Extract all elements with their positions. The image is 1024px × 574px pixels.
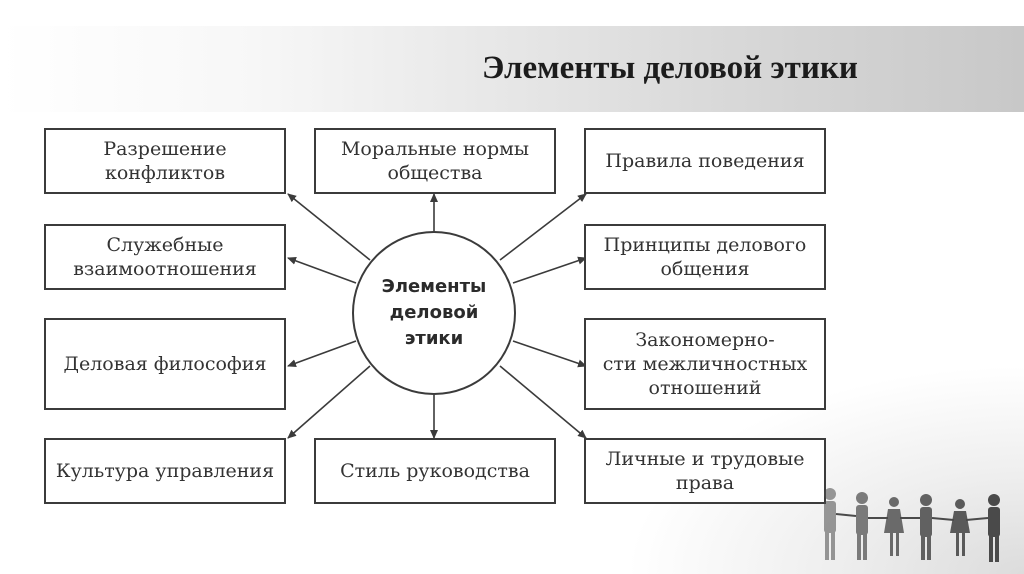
node-label: Стиль руководства xyxy=(340,460,530,482)
node-label: Правила поведения xyxy=(605,150,805,172)
node-personal-labor-rights: Личные и трудовые права xyxy=(584,438,826,504)
node-service-relations: Служебные взаимоотношения xyxy=(44,224,286,290)
arrow-to-interpersonal-patterns xyxy=(512,340,587,368)
center-node: Элементы деловой этики xyxy=(352,231,516,395)
arrow-to-personal-labor-rights xyxy=(499,365,587,439)
arrow-to-service-relations xyxy=(287,257,357,284)
slide-title: Элементы деловой этики xyxy=(482,50,858,86)
arrow-to-behavior-rules xyxy=(499,193,587,261)
node-conflict-resolution: Разрешение конфликтов xyxy=(44,128,286,194)
arrow-to-conflict-resolution xyxy=(287,193,371,261)
person-figure xyxy=(988,494,1000,562)
arrow-to-business-philosophy xyxy=(287,340,357,367)
person-figure xyxy=(920,494,932,560)
joined-hands xyxy=(835,513,989,521)
node-label: Принципы делового общения xyxy=(603,234,807,280)
node-interpersonal-patterns: Закономерно- сти межличностных отношений xyxy=(584,318,826,410)
business-people-illustration xyxy=(824,488,1000,562)
node-label: Культура управления xyxy=(55,460,275,482)
node-label: Моральные нормы общества xyxy=(340,138,530,184)
node-label: Деловая философия xyxy=(63,353,267,375)
arrow-to-management-culture xyxy=(287,365,371,439)
node-label: Служебные взаимоотношения xyxy=(73,234,257,280)
node-communication-principles: Принципы делового общения xyxy=(584,224,826,290)
node-business-philosophy: Деловая философия xyxy=(44,318,286,410)
node-label: Закономерно- сти межличностных отношений xyxy=(602,329,808,399)
node-leadership-style: Стиль руководства xyxy=(314,438,556,504)
node-management-culture: Культура управления xyxy=(44,438,286,504)
node-label: Разрешение конфликтов xyxy=(103,138,227,184)
node-moral-norms: Моральные нормы общества xyxy=(314,128,556,194)
person-figure xyxy=(824,488,836,560)
center-label: Элементы деловой этики xyxy=(381,276,487,349)
arrow-to-communication-principles xyxy=(512,256,587,284)
person-figure xyxy=(950,499,970,556)
person-figure xyxy=(856,492,868,560)
node-behavior-rules: Правила поведения xyxy=(584,128,826,194)
person-figure xyxy=(884,497,904,556)
title-band xyxy=(0,26,1024,112)
node-label: Личные и трудовые права xyxy=(605,448,805,494)
